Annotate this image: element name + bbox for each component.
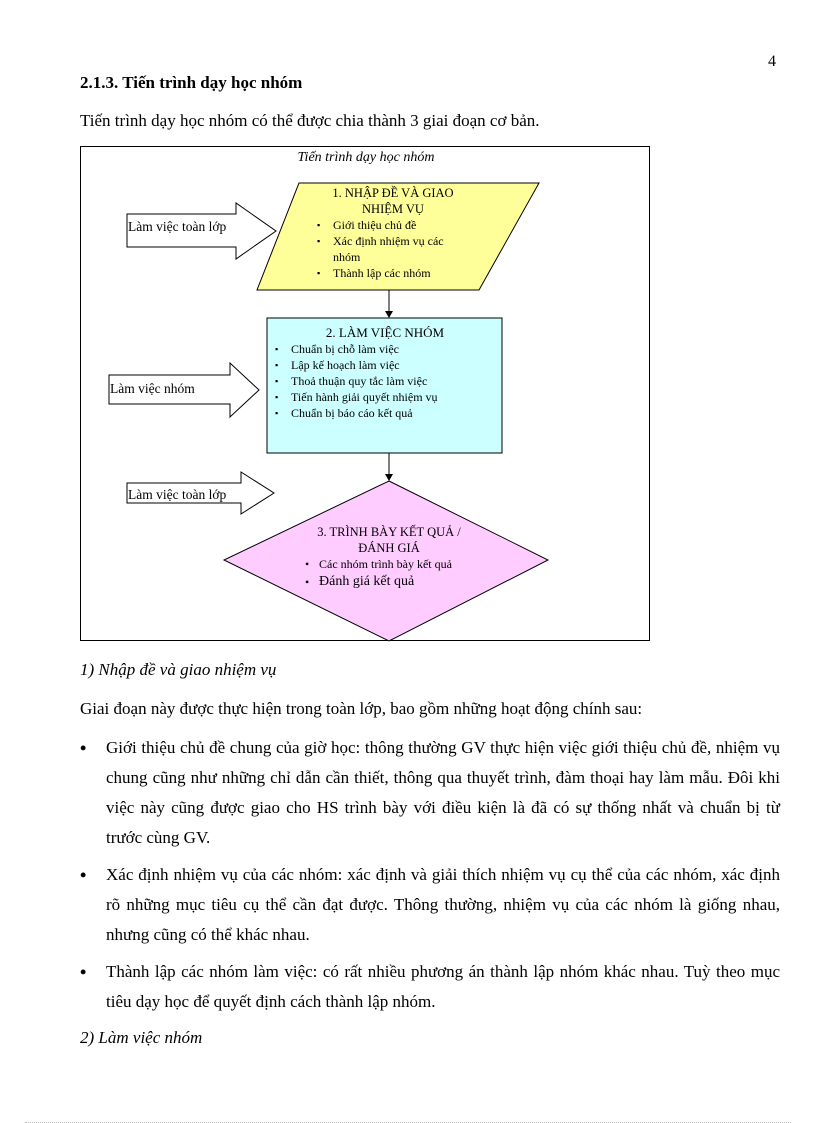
page-number: 4 <box>768 53 776 70</box>
stage2-item: Lập kế hoạch làm việc <box>271 357 499 373</box>
stage1-item: Xác định nhiệm vụ các nhóm <box>313 233 463 265</box>
bullet-icon: • <box>80 865 87 885</box>
stage3-item: Đánh giá kết quả <box>299 574 479 590</box>
subsection-heading-2: 2) Làm việc nhóm <box>80 1028 203 1047</box>
bullet-icon: • <box>80 962 87 982</box>
stage2-item: Tiến hành giải quyết nhiệm vụ <box>271 389 499 405</box>
diagram-title: Tiến trình dạy học nhóm <box>297 150 435 165</box>
bullet-text: Xác định nhiệm vụ của các nhóm: xác định… <box>106 865 780 944</box>
stage1-list: Giới thiệu chủ đề Xác định nhiệm vụ các … <box>313 217 473 281</box>
section-heading: 2.1.3. Tiến trình dạy học nhóm <box>80 73 303 92</box>
stage2-item: Thoả thuận quy tắc làm việc <box>271 373 499 389</box>
arrow-label-2: Làm việc nhóm <box>110 381 195 396</box>
bullet-icon: • <box>80 738 87 758</box>
stage1-item: Thành lập các nhóm <box>313 265 473 281</box>
bullet-text: Thành lập các nhóm làm việc: có rất nhiề… <box>106 962 780 1011</box>
section1-lead: Giai đoạn này được thực hiện trong toàn … <box>80 699 643 718</box>
stage3-item: Các nhóm trình bày kết quả <box>299 556 479 572</box>
stage1-title-line2: NHIỆM VỤ <box>362 202 424 216</box>
arrow-label-1: Làm việc toàn lớp <box>128 219 227 234</box>
block-arrow-1 <box>126 202 277 260</box>
stage3-list: Các nhóm trình bày kết quả Đánh giá kết … <box>299 556 479 590</box>
stage2-item: Chuẩn bị chỗ làm việc <box>271 341 499 357</box>
block-arrow-2 <box>108 361 260 419</box>
stage3-content: 3. TRÌNH BÀY KẾT QUẢ / ĐÁNH GIÁ Các nhóm… <box>299 524 479 590</box>
stage3-title-line1: 3. TRÌNH BÀY KẾT QUẢ / <box>317 525 461 539</box>
subsection-heading-1: 1) Nhập đề và giao nhiệm vụ <box>80 660 277 679</box>
stage2-list: Chuẩn bị chỗ làm việc Lập kế hoạch làm v… <box>271 341 499 421</box>
stage1-content: 1. NHẬP ĐỀ VÀ GIAO NHIỆM VỤ Giới thiệu c… <box>313 185 473 281</box>
stage3-title-line2: ĐÁNH GIÁ <box>358 541 420 555</box>
intro-paragraph: Tiến trình dạy học nhóm có thể được chia… <box>80 111 540 130</box>
stage2-title: 2. LÀM VIỆC NHÓM <box>325 325 445 340</box>
stage1-title-line1: 1. NHẬP ĐỀ VÀ GIAO <box>332 186 454 200</box>
block-arrow-3 <box>126 471 275 515</box>
section1-bullet: • Xác định nhiệm vụ của các nhóm: xác đị… <box>80 860 780 950</box>
section1-bullet: • Thành lập các nhóm làm việc: có rất nh… <box>80 957 780 1017</box>
arrow-label-3: Làm việc toàn lớp <box>128 487 227 502</box>
arrowhead-icon <box>385 474 393 481</box>
stage2-content: 2. LÀM VIỆC NHÓM Chuẩn bị chỗ làm việc L… <box>271 325 499 421</box>
stage1-item: Giới thiệu chủ đề <box>313 217 473 233</box>
bullet-text: Giới thiệu chủ đề chung của giờ học: thô… <box>106 738 780 847</box>
arrowhead-icon <box>385 311 393 318</box>
section1-bullet: • Giới thiệu chủ đề chung của giờ học: t… <box>80 733 780 853</box>
stage2-item: Chuẩn bị báo cáo kết quả <box>271 405 499 421</box>
flowchart-diagram: Tiến trình dạy học nhóm Làm việc toàn lớ… <box>80 146 650 642</box>
